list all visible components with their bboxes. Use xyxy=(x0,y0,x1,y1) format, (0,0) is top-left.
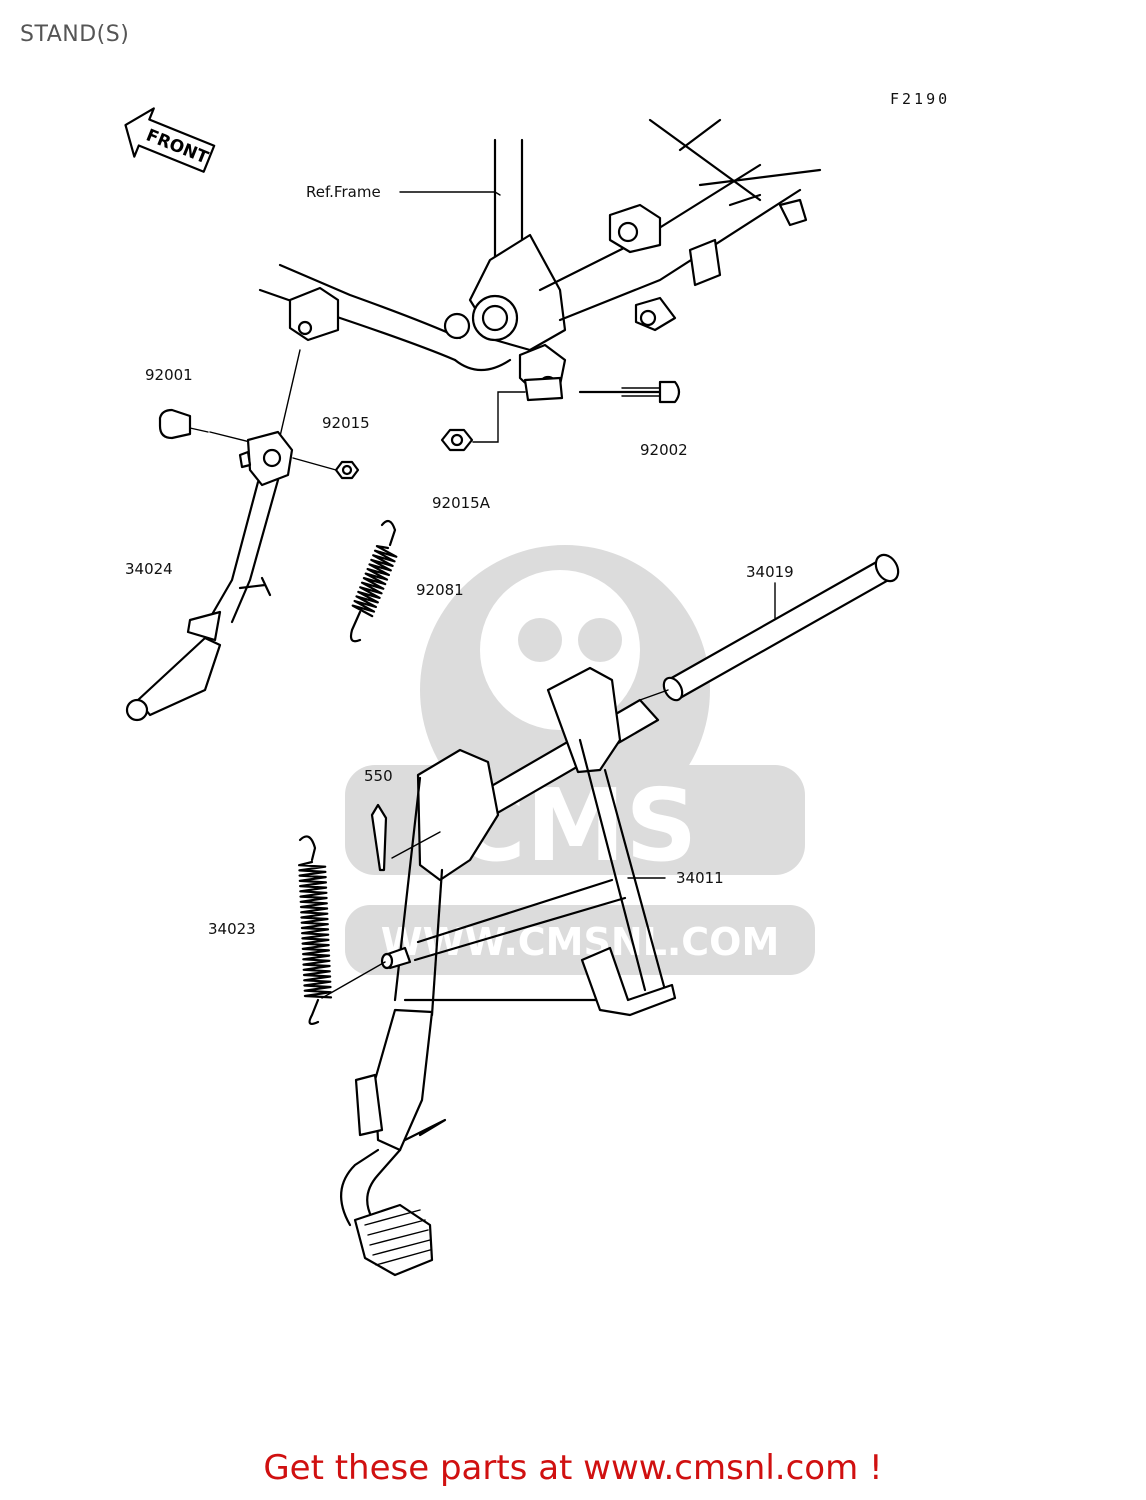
callout-34019: 34019 xyxy=(746,563,794,581)
get-parts-link[interactable]: Get these parts at www.cmsnl.com ! xyxy=(263,1448,883,1488)
nut-92015 xyxy=(334,460,360,480)
callout-92002: 92002 xyxy=(640,441,688,459)
leader-sidestand-mount xyxy=(277,349,301,446)
leader-92015A-bolt xyxy=(472,391,526,443)
figure-code: F2190 xyxy=(890,90,951,108)
leader-shaft-insert xyxy=(639,689,669,701)
side-stand-34024 xyxy=(125,430,294,722)
bolt-92002 xyxy=(578,380,681,404)
callout-92001: 92001 xyxy=(145,366,193,384)
callout-34011: 34011 xyxy=(676,869,724,887)
watermark-url-text: WWW.CMSNL.COM xyxy=(381,920,780,964)
spring-34023 xyxy=(298,835,333,1025)
page-title: STAND(S) xyxy=(20,22,130,47)
frame-drawing xyxy=(258,118,822,402)
callout-92015: 92015 xyxy=(322,414,370,432)
leader-92015-nut xyxy=(292,457,337,471)
cotter-pin-550 xyxy=(370,803,388,872)
center-stand-34011 xyxy=(340,666,677,1277)
front-direction-arrow: FRONT xyxy=(124,107,216,173)
leader-550-cotter xyxy=(391,831,441,859)
leader-ref-frame xyxy=(399,191,501,196)
watermark-url-plate xyxy=(345,905,815,975)
bolt-92001 xyxy=(158,408,209,440)
callout-92081: 92081 xyxy=(416,581,464,599)
callout-92015A: 92015A xyxy=(432,494,490,512)
leader-34023-pin xyxy=(321,961,386,999)
spring-92081 xyxy=(349,519,398,643)
nut-92015A xyxy=(440,428,474,452)
callout-34024: 34024 xyxy=(125,560,173,578)
callout-550: 550 xyxy=(364,767,393,785)
pivot-shaft-34019 xyxy=(662,553,900,702)
callout-34023: 34023 xyxy=(208,920,256,938)
callout-ref-frame: Ref.Frame xyxy=(306,183,381,201)
